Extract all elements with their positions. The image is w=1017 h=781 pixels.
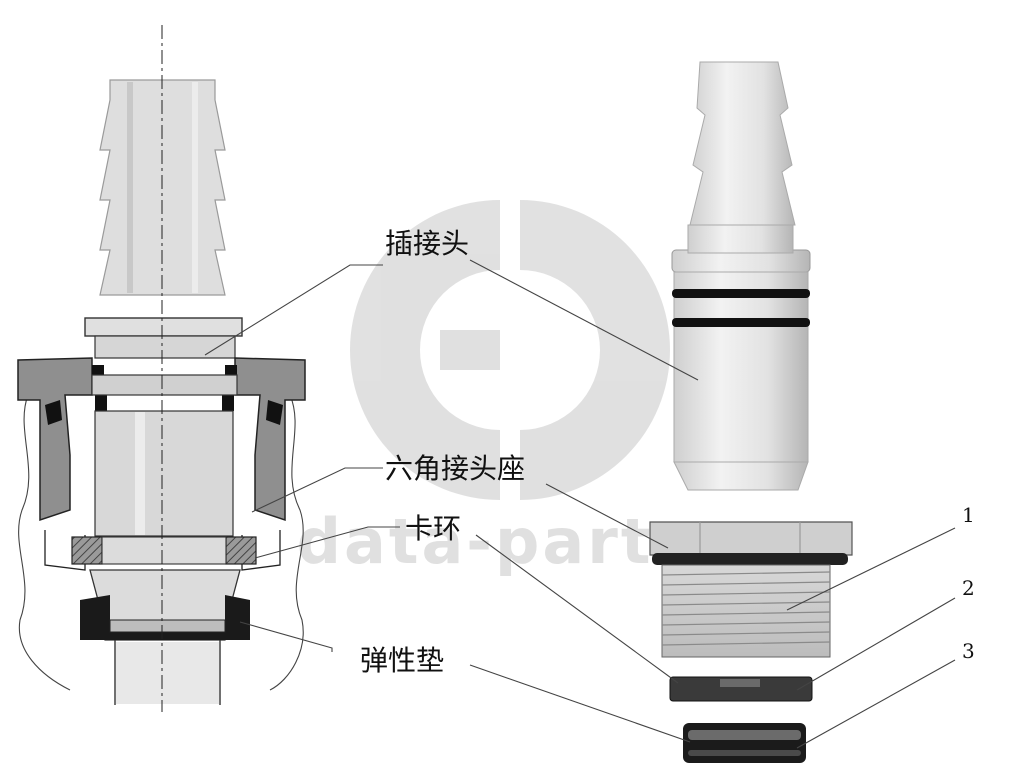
oring-lower [672,318,810,327]
hex-seat-exploded [649,521,853,556]
oring-right-upper [225,365,237,375]
clip-ring-exploded [669,676,813,702]
gasket-section [80,595,250,640]
leader-lines [204,259,956,749]
hex-seat-section-right [234,357,306,522]
gasket-exploded [683,723,806,763]
label-clip-ring: 卡环 [405,512,461,545]
label-gasket: 弹性垫 [360,644,444,677]
plug-nozzle [689,61,796,226]
label-plug: 插接头 [385,227,469,260]
watermark-logo-icon [350,200,500,500]
oring-left-upper [92,365,104,375]
clip-ring-section-left [71,536,103,565]
watermark-logo-right-icon [520,200,670,500]
oring-upper [672,289,810,298]
plug-body-section [91,374,238,396]
exploded-view [649,61,853,763]
threaded-body [661,564,831,658]
housing-outline-left [18,394,71,691]
watermark-text: data-parts [297,505,694,578]
label-hex-seat: 六角接头座 [385,452,525,485]
hex-seat-section-left [17,357,93,522]
number-1: 1 [962,503,975,527]
plug-collar [84,317,243,337]
housing-outline-right [269,394,304,691]
watermark: data-parts [297,200,694,578]
thread-lines [661,571,831,646]
clip-ring-section-right [225,536,257,565]
section-view [17,25,306,712]
number-2: 2 [962,576,975,600]
number-3: 3 [962,639,975,663]
